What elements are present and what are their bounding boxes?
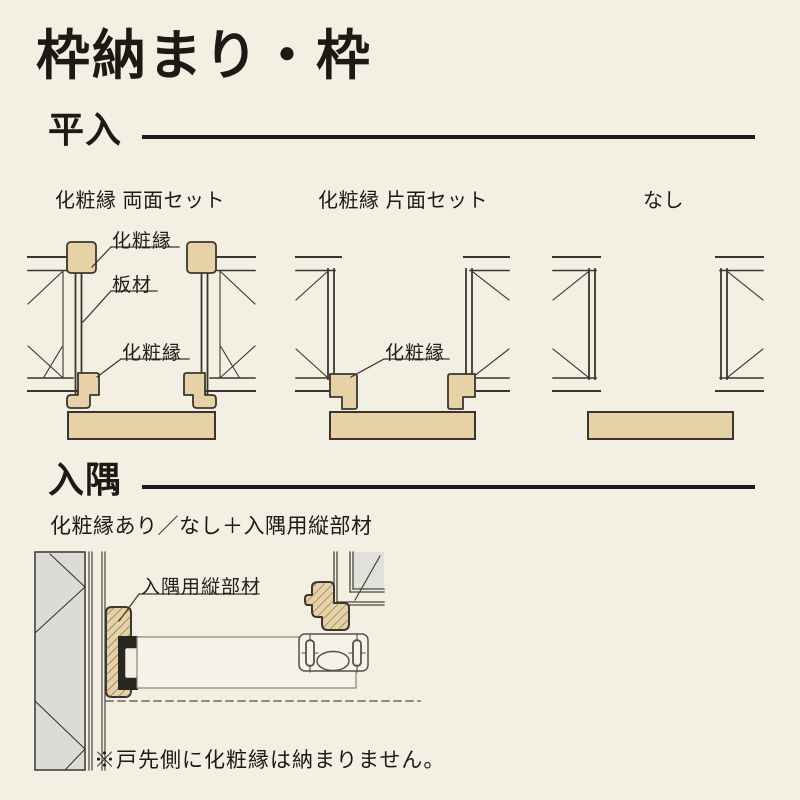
frame-bar bbox=[67, 411, 216, 440]
variant-label-none: なし bbox=[643, 190, 684, 212]
door-panel bbox=[136, 636, 357, 689]
irisumi-subtitle: 化粧縁あり／なし＋入隅用縦部材 bbox=[50, 515, 373, 538]
callout-keshoberi-oneside: 化粧縁 bbox=[385, 343, 446, 364]
section-heading-irisumi: 入隅 bbox=[48, 459, 123, 500]
wall-section bbox=[552, 256, 601, 392]
irisumi-rule bbox=[142, 485, 755, 489]
lock-plate bbox=[298, 633, 369, 673]
trim-bottom-left bbox=[66, 372, 100, 409]
wall-section bbox=[715, 256, 764, 392]
section-heading-hirairi: 平入 bbox=[48, 109, 123, 150]
diagram-none bbox=[552, 256, 764, 440]
frame-bar bbox=[587, 411, 734, 440]
trim-bottom-right bbox=[447, 373, 476, 410]
wall-board bbox=[88, 551, 106, 771]
wall-section bbox=[27, 249, 83, 398]
frame-bar bbox=[329, 411, 476, 440]
opposite-jamb-corner bbox=[304, 551, 385, 631]
wall-section bbox=[463, 256, 510, 392]
wall-section bbox=[200, 249, 256, 398]
corner-trim-piece bbox=[304, 581, 350, 631]
irisumi-note: ※戸先側に化粧縁は納まりません。 bbox=[94, 749, 446, 772]
latch-strike bbox=[118, 636, 141, 690]
trim-top-right bbox=[186, 241, 217, 274]
trim-top-left bbox=[66, 241, 97, 274]
corner-vertical-member bbox=[105, 606, 132, 698]
wall-section-gray bbox=[34, 551, 86, 771]
callout-keshoberi-top: 化粧縁 bbox=[112, 231, 173, 252]
hirairi-rule bbox=[142, 135, 755, 139]
callout-keshoberi-bottom: 化粧縁 bbox=[122, 343, 183, 364]
callout-itazai: 板材 bbox=[112, 275, 153, 296]
callout-corner-member: 入隅用縦部材 bbox=[141, 577, 262, 598]
variant-label-both-sides: 化粧縁 両面セット bbox=[55, 190, 226, 212]
wall-section bbox=[295, 256, 342, 392]
variant-label-one-side: 化粧縁 片面セット bbox=[318, 190, 489, 212]
trim-bottom-left bbox=[329, 373, 358, 410]
trim-bottom-right bbox=[183, 372, 217, 409]
page-title: 枠納まり・枠 bbox=[36, 26, 372, 86]
